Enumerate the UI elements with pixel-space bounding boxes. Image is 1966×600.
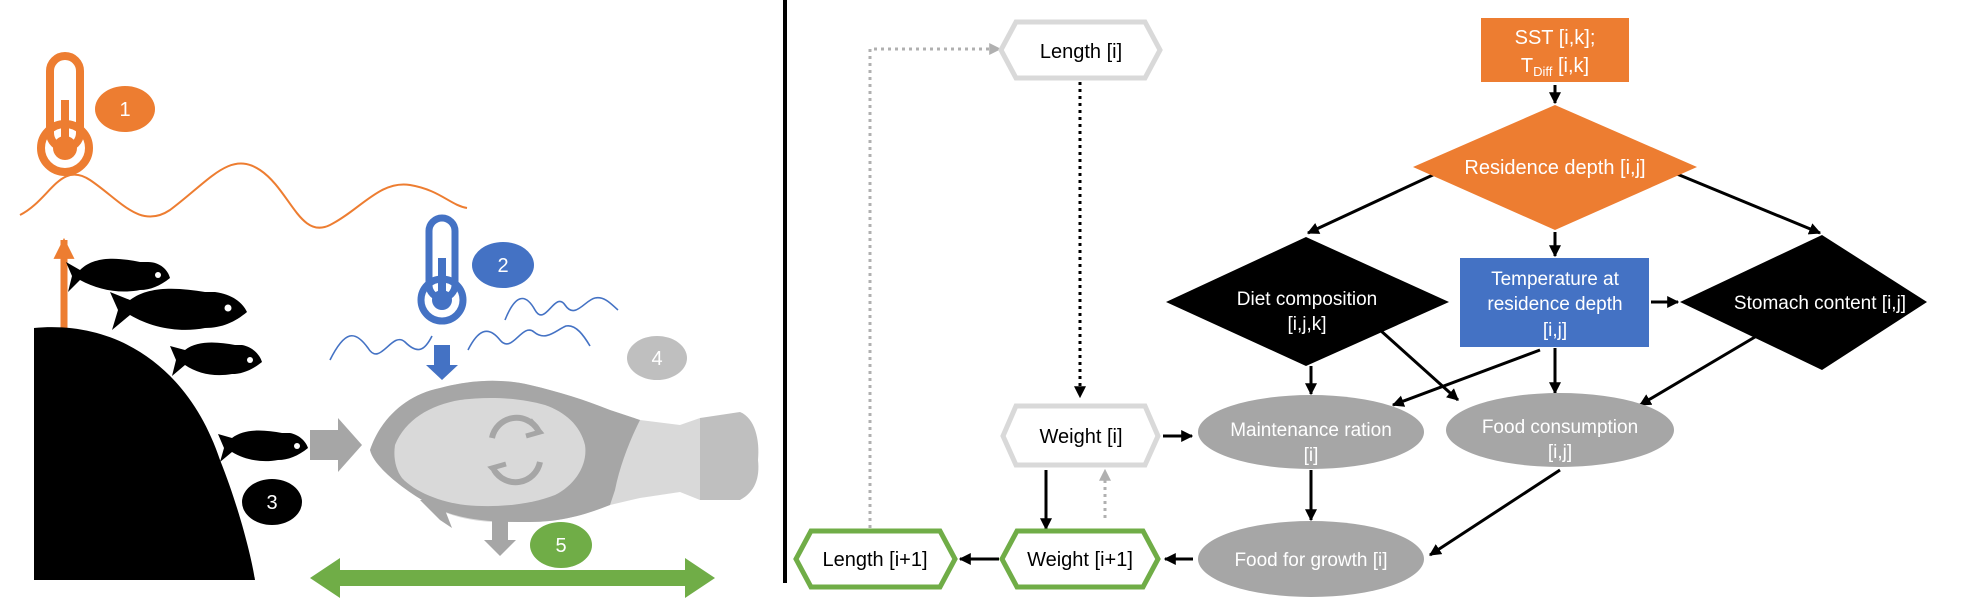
maint-label-line2: [i] (1304, 445, 1319, 466)
food-for-growth-node: Food for growth [i] (1198, 521, 1424, 597)
weight-next-label: Weight [i+1] (1027, 549, 1133, 571)
fish-icon (218, 430, 308, 462)
fish-icon (110, 288, 247, 330)
thermometer-icon (417, 214, 467, 325)
growth-range-arrow (310, 558, 715, 598)
connectors (868, 43, 1822, 565)
food-cons-label-line2: [i,j] (1548, 442, 1572, 463)
flowchart: SST [i,k]; TDiff [i,k] Residence depth [… (793, 18, 1927, 597)
length-next-label: Length [i+1] (822, 549, 927, 571)
marker-1-label: 1 (119, 99, 130, 121)
temperature-node: Temperature at residence depth [i,j] (1460, 258, 1649, 347)
temperature-wave (19, 162, 468, 229)
stomach-label: Stomach content [i,j] (1734, 293, 1906, 314)
left-illustration: 1 3 (19, 52, 759, 598)
length-i-label: Length [i] (1040, 41, 1122, 63)
food-cons-label-line1: Food consumption (1482, 417, 1638, 438)
sst-label-line2: TDiff [i,k] (1521, 55, 1589, 79)
length-i-node: Length [i] (998, 19, 1163, 81)
fish-body (370, 380, 759, 528)
sst-node: SST [i,k]; TDiff [i,k] (1481, 18, 1629, 82)
marker-3-label: 3 (266, 492, 277, 514)
marker-1 (95, 86, 155, 132)
stomach-content-node: Stomach content [i,j] (1680, 235, 1927, 370)
residence-depth-label: Residence depth [i,j] (1464, 157, 1645, 179)
sst-label-line1: SST [i,k]; (1515, 27, 1596, 49)
diet-label-line1: Diet composition (1237, 289, 1377, 310)
temp-label-line1: Temperature at (1491, 269, 1620, 290)
diet-label-line2: [i,j,k] (1287, 314, 1326, 335)
water-wave (504, 296, 619, 321)
length-next-node: Length [i+1] (793, 528, 958, 590)
temp-label-line2: residence depth (1487, 294, 1622, 315)
marker-3 (242, 479, 302, 525)
weight-next-node: Weight [i+1] (999, 528, 1161, 590)
maint-label-line1: Maintenance ration (1230, 420, 1392, 441)
fish-icon (66, 258, 170, 292)
temp-label-line3: [i,j] (1543, 320, 1567, 341)
thermometer-icon (37, 52, 93, 176)
marker-2 (472, 242, 534, 288)
weight-i-node: Weight [i] (1000, 403, 1161, 468)
growth-output-arrow (484, 518, 516, 556)
heat-input-arrow (426, 345, 458, 380)
marker-4 (627, 336, 687, 380)
cycle-icon (487, 414, 545, 486)
marker-4-label: 4 (651, 348, 662, 370)
fish-icon (170, 342, 262, 376)
water-wave (467, 325, 591, 351)
food-consumption-node: Food consumption [i,j] (1446, 393, 1674, 467)
marker-2-label: 2 (497, 255, 508, 277)
food-growth-label: Food for growth [i] (1234, 550, 1387, 571)
marker-5-label: 5 (555, 535, 566, 557)
marker-5 (530, 522, 592, 568)
water-wave (329, 334, 433, 361)
residence-depth-node: Residence depth [i,j] (1413, 105, 1697, 230)
maintenance-ration-node: Maintenance ration [i] (1198, 395, 1424, 469)
diet-composition-node: Diet composition [i,j,k] (1166, 237, 1449, 366)
food-intake-arrow (310, 418, 362, 472)
weight-i-label: Weight [i] (1040, 426, 1123, 448)
seabed-slope (34, 327, 255, 580)
